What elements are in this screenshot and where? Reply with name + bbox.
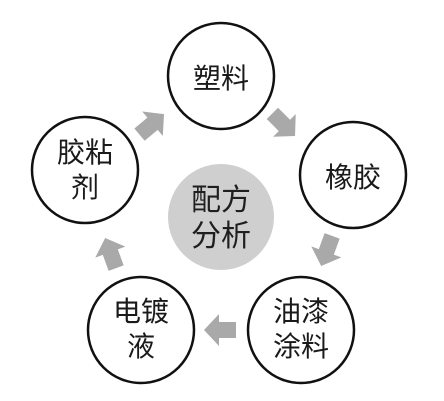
center-circle [168,164,274,270]
center-node: 配方 分析 [168,164,274,270]
node-adhesive: 胶粘 剂 [30,115,140,225]
node-paint-circle [246,275,356,385]
node-plastic-circle [166,21,276,131]
arrow-plastic-to-rubber-icon [266,107,296,137]
arrow-adhesive-to-plastic-icon [134,111,165,141]
arrow-paint-to-electroplating-icon [204,314,236,346]
node-electroplating-circle [86,275,196,385]
arrow-electroplating-to-adhesive-icon [95,238,126,271]
node-paint-label-line2: 涂料 [273,330,329,363]
center-label-line2: 分析 [191,219,251,254]
node-rubber-circle [298,120,408,230]
node-rubber-label: 橡胶 [325,161,381,194]
node-plastic-label: 塑料 [193,62,249,95]
node-rubber: 橡胶 [298,120,408,230]
node-electroplating-label-line2: 液 [127,330,155,363]
node-electroplating-label-line1: 电镀 [113,295,169,328]
center-label-line1: 配方 [191,183,251,218]
node-paint: 油漆 涂料 [246,275,356,385]
node-adhesive-label-line2: 剂 [71,171,99,204]
node-plastic: 塑料 [166,21,276,131]
node-electroplating: 电镀 液 [86,275,196,385]
arrow-rubber-to-paint-icon [311,233,342,266]
node-adhesive-circle [30,115,140,225]
node-paint-label-line1: 油漆 [273,295,329,328]
node-adhesive-label-line1: 胶粘 [57,136,113,169]
